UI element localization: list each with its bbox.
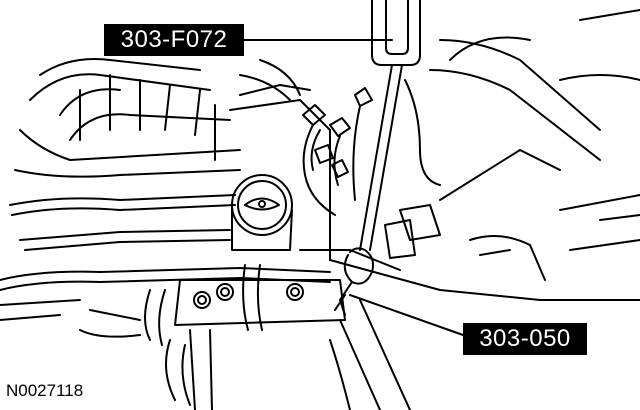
right-components xyxy=(384,9,640,281)
oil-filler-cap xyxy=(231,174,293,251)
wiring-harness xyxy=(0,194,331,321)
lower-bracket xyxy=(329,299,411,410)
tool-303-f072 xyxy=(359,0,421,251)
figure-number: N0027118 xyxy=(6,381,84,400)
tool-303-050-hook xyxy=(334,247,375,316)
coil-bracket xyxy=(79,264,346,410)
callout-label-303-f072: 303-F072 xyxy=(104,24,244,56)
callout-label-303-050: 303-050 xyxy=(463,323,587,355)
spark-plug-wires xyxy=(239,59,373,216)
leader-303-050 xyxy=(349,294,464,336)
intake-manifold xyxy=(14,58,241,178)
valve-cover xyxy=(214,84,640,301)
